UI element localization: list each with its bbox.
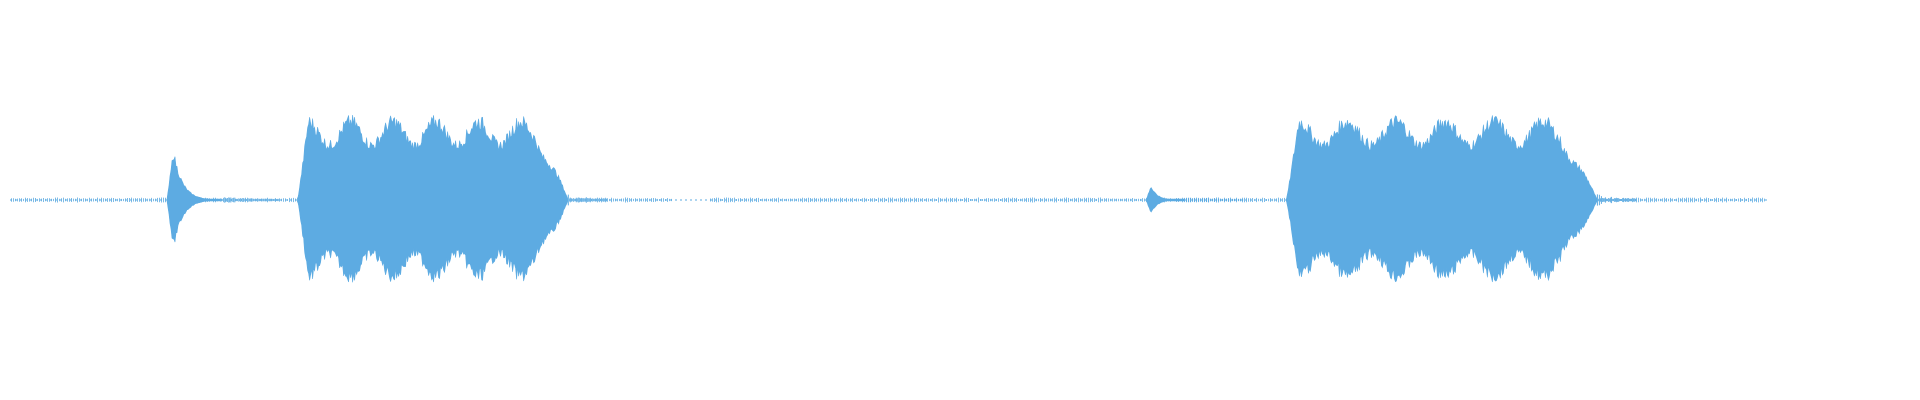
waveform-sustained-sound-2	[1286, 115, 1598, 283]
waveform-segments	[11, 114, 1765, 283]
waveform-short-transient-1	[166, 156, 221, 243]
waveform-tail-sustained-sound-1	[567, 194, 607, 206]
waveform-sustained-sound-1	[297, 114, 568, 283]
waveform-tail-short-transient-1	[220, 197, 280, 203]
waveform-tail-tiny-blip	[1184, 197, 1244, 203]
waveform-tiny-blip	[1145, 187, 1185, 213]
noise-floor-2	[710, 197, 1765, 203]
waveform-tail-sustained-sound-2	[1596, 194, 1636, 206]
